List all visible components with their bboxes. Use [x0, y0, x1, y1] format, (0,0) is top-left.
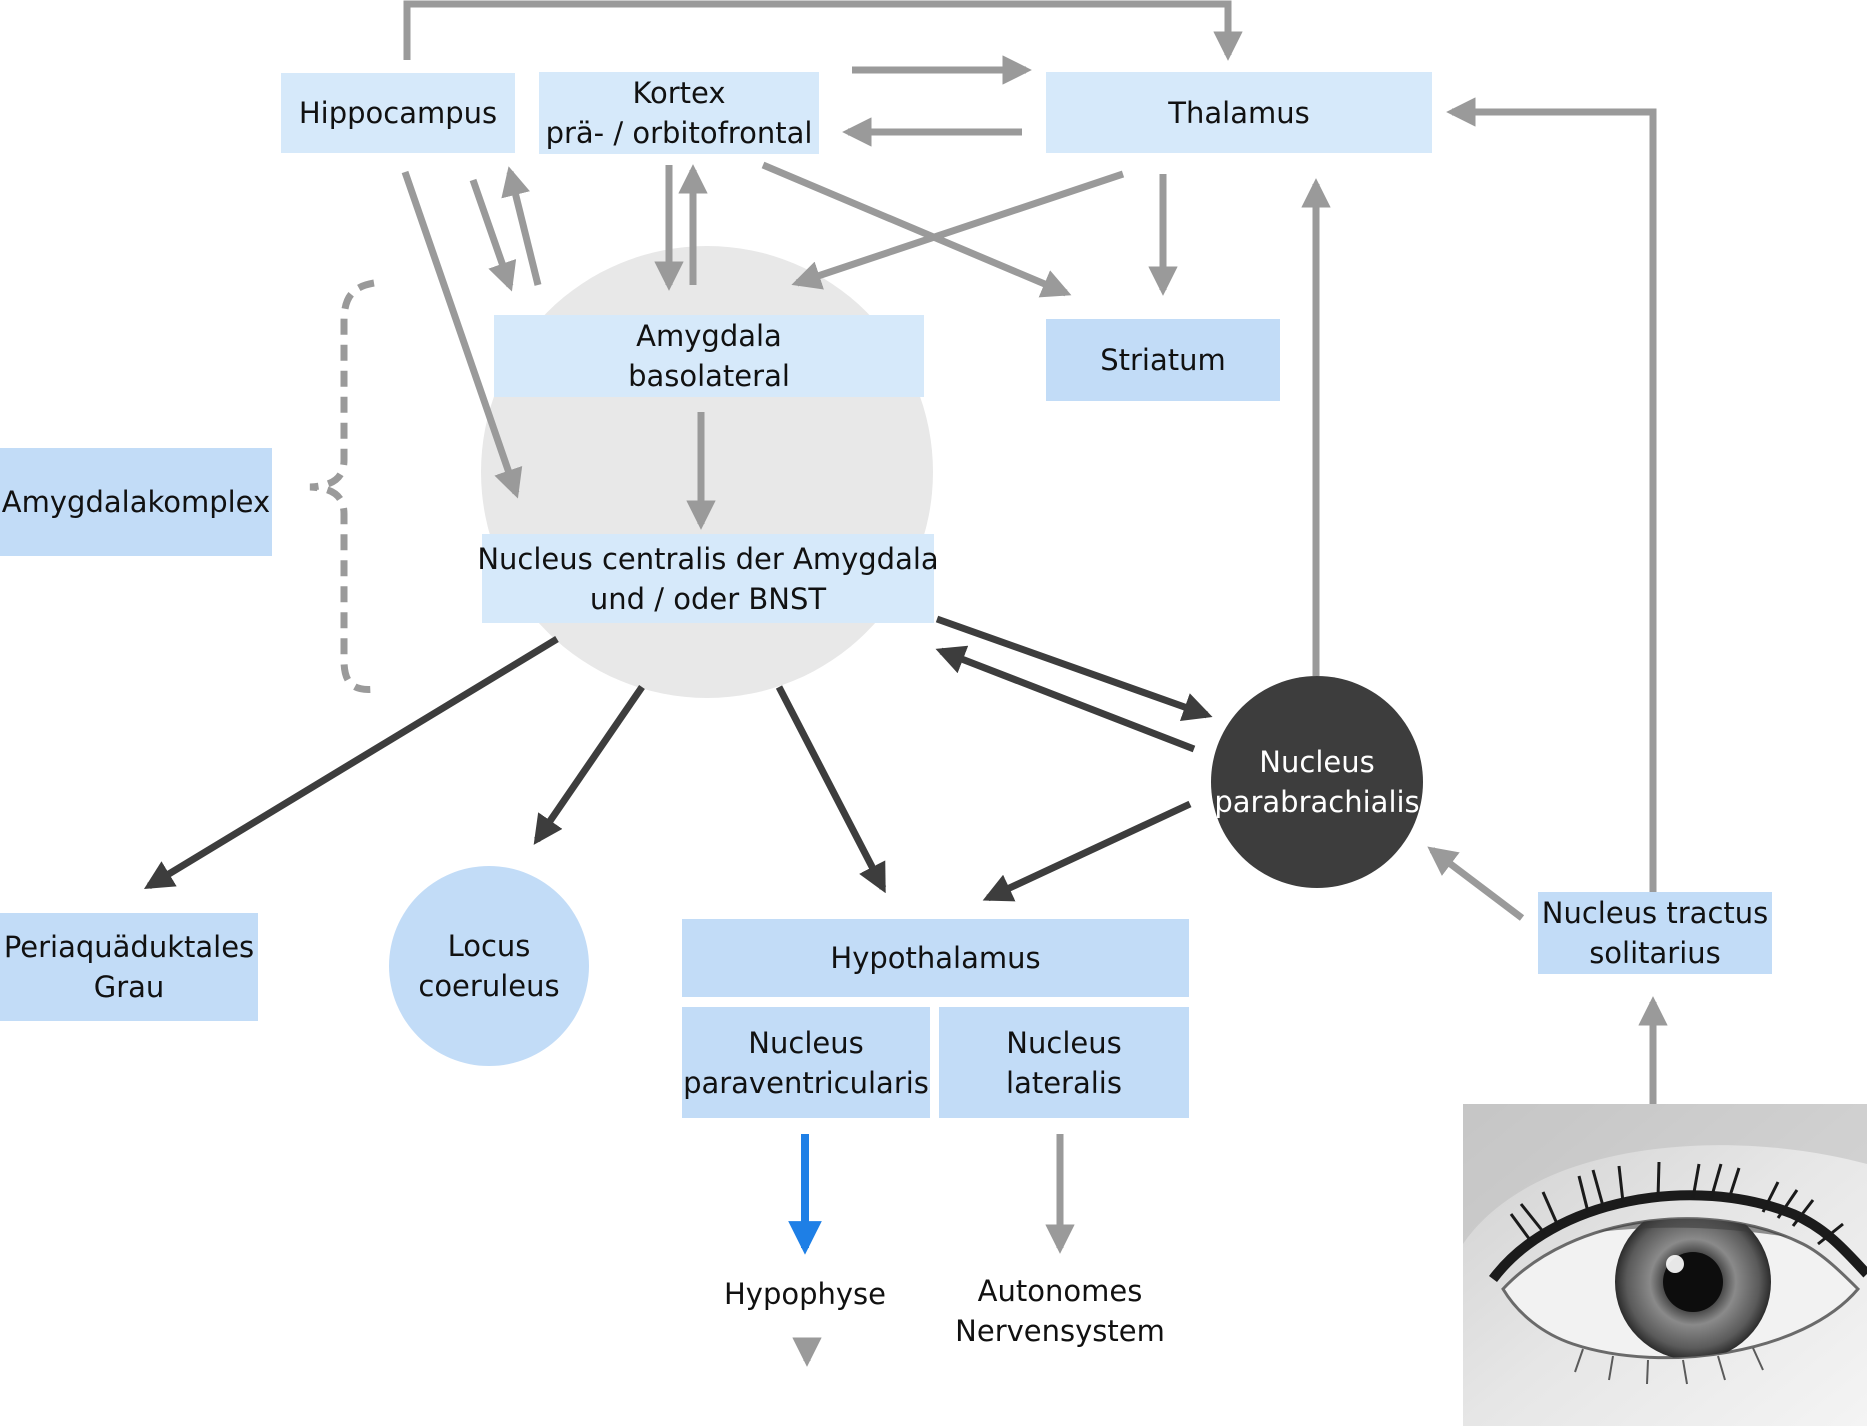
nucleus-parabrachialis-label-line2: parabrachialis — [1214, 785, 1420, 819]
hypophyse-label-block: Hypophyse — [700, 1272, 910, 1316]
arrow-basolateral-to-hippocampus — [501, 166, 542, 286]
locus-coeruleus-node[interactable]: Locus coeruleus — [389, 866, 589, 1066]
arrow-parabrachialis-to-hypothalamus — [982, 800, 1192, 902]
nucleus-tractus-solitarius-label-line1: Nucleus tractus — [1541, 896, 1769, 930]
eye-photo — [1463, 1104, 1867, 1426]
arrow-thalamus-to-basolateral — [791, 170, 1125, 290]
nucleus-paraventricularis-label-line2: paraventricularis — [683, 1065, 929, 1100]
amygdalakomplex-brace — [309, 279, 377, 694]
kortex-label-line2: prä- / orbitofrontal — [545, 116, 813, 150]
amygdalakomplex-box[interactable]: Amygdalakomplex — [0, 448, 272, 556]
nucleus-lateralis-box[interactable]: Nucleus lateralis — [939, 1007, 1189, 1118]
nucleus-lateralis-label-line2: lateralis — [1006, 1065, 1122, 1100]
amygdalakomplex-label: Amygdalakomplex — [1, 485, 271, 519]
amygdala-basolateral-label-line1: Amygdala — [636, 319, 782, 353]
nucleus-parabrachialis-node[interactable]: Nucleus parabrachialis — [1211, 676, 1423, 888]
nucleus-parabrachialis-label-line1: Nucleus — [1259, 745, 1375, 779]
kortex-label-line1: Kortex — [632, 76, 726, 110]
hippocampus-label: Hippocampus — [298, 96, 498, 130]
nucleus-centralis-label-line1: Nucleus centralis der Amygdala — [477, 541, 939, 576]
arrow-hippocampus-to-nucleus-centralis — [401, 170, 523, 499]
locus-coeruleus-label-line1: Locus — [447, 929, 531, 963]
hypothalamus-box[interactable]: Hypothalamus — [682, 919, 1189, 997]
amygdala-basolateral-label-line2: basolateral — [628, 359, 790, 393]
periaquaeduktales-grau-label-line2: Grau — [93, 970, 165, 1004]
thalamus-box[interactable]: Thalamus — [1046, 72, 1432, 153]
arrow-centralis-to-locus-coeruleus — [533, 685, 645, 845]
periaquaeduktales-grau-label-line1: Periaquäduktales — [3, 930, 255, 964]
arrow-centralis-to-hypothalamus — [775, 685, 887, 894]
arrow-kortex-to-striatum — [761, 161, 1072, 298]
arrow-nts-to-parabrachialis — [1427, 846, 1525, 921]
arrow-nts-to-thalamus — [1446, 97, 1657, 895]
hippocampus-box[interactable]: Hippocampus — [281, 73, 515, 153]
arrow-centralis-to-parabrachialis — [935, 615, 1213, 721]
amygdala-basolateral-box[interactable]: Amygdala basolateral — [494, 315, 924, 397]
kortex-box[interactable]: Kortex prä- / orbitofrontal — [539, 72, 819, 154]
autonomes-nervensystem-label-line1: Autonomes — [977, 1274, 1143, 1308]
arrow-parabrachialis-to-centralis — [935, 645, 1196, 753]
nucleus-centralis-label-line2: und / oder BNST — [589, 581, 827, 616]
arrow-hippocampus-to-thalamus — [403, 0, 1243, 61]
autonomes-nervensystem-label-line2: Nervensystem — [955, 1314, 1165, 1348]
nucleus-paraventricularis-box[interactable]: Nucleus paraventricularis — [682, 1007, 930, 1118]
striatum-box[interactable]: Striatum — [1046, 319, 1280, 401]
hypophyse-label: Hypophyse — [723, 1277, 887, 1311]
locus-coeruleus-label-line2: coeruleus — [418, 969, 560, 1003]
nucleus-paraventricularis-label-line1: Nucleus — [748, 1025, 864, 1060]
periaquaeduktales-grau-box[interactable]: Periaquäduktales Grau — [0, 913, 258, 1021]
striatum-label: Striatum — [1100, 343, 1226, 377]
arrow-hippocampus-to-basolateral — [469, 178, 517, 292]
amygdala-region-circle — [481, 246, 933, 698]
autonomes-nervensystem-label-block: Autonomes Nervensystem — [940, 1268, 1180, 1354]
arrow-centralis-to-periaquaeduktal — [143, 636, 559, 890]
thalamus-label: Thalamus — [1168, 95, 1310, 130]
nucleus-tractus-solitarius-label-line2: solitarius — [1589, 936, 1721, 970]
nucleus-centralis-box[interactable]: Nucleus centralis der Amygdala und / ode… — [477, 534, 939, 623]
hypothalamus-label: Hypothalamus — [830, 941, 1041, 975]
nucleus-lateralis-label-line1: Nucleus — [1006, 1025, 1122, 1060]
nucleus-tractus-solitarius-box[interactable]: Nucleus tractus solitarius — [1538, 892, 1772, 974]
